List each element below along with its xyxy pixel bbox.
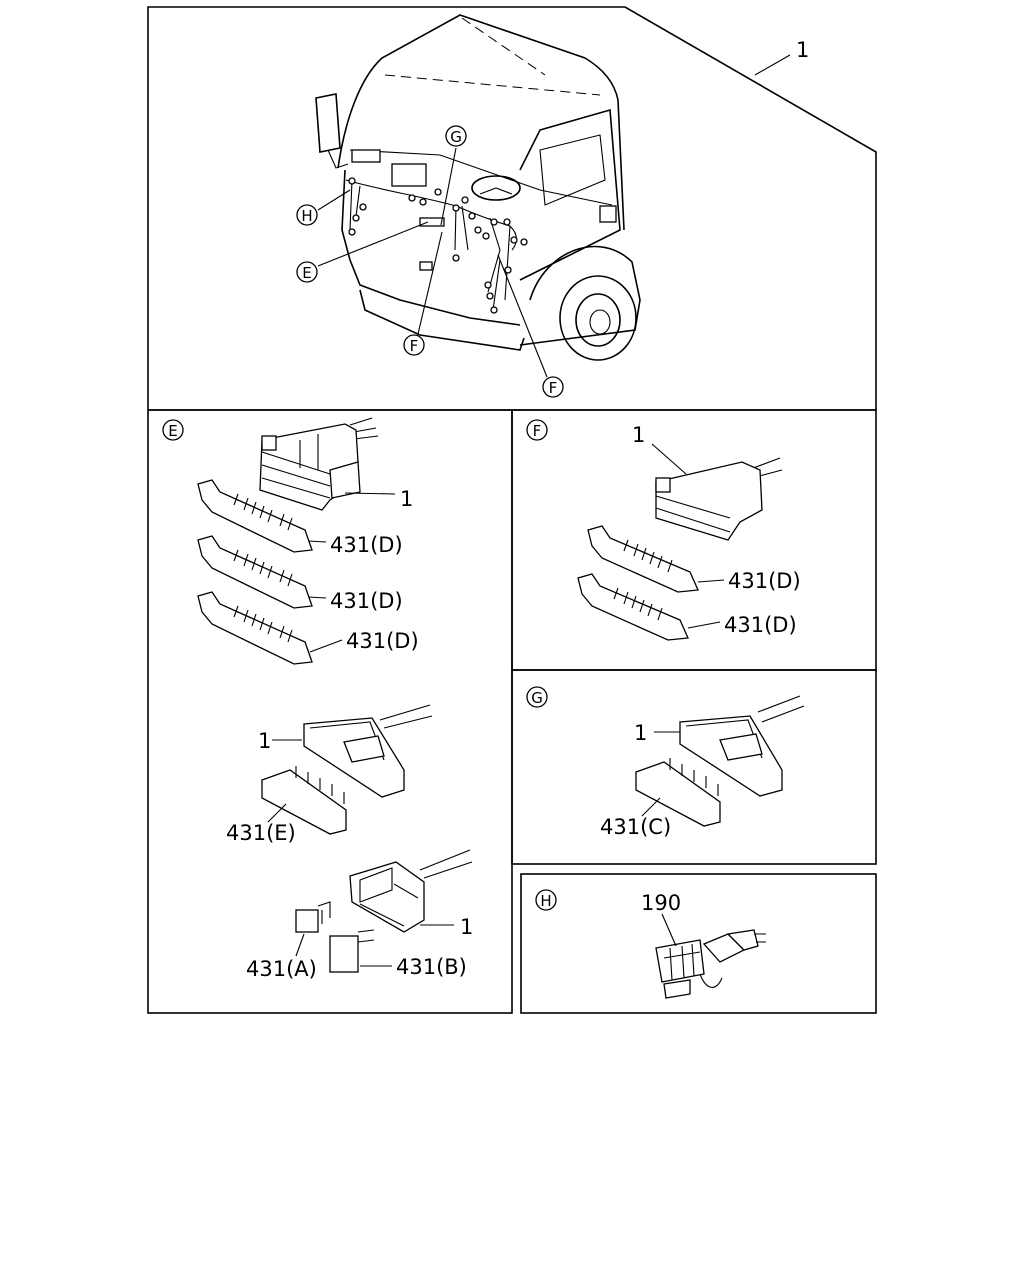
assembly-ref-1: 1 [796, 38, 809, 62]
panel-e-terminal-block-e [261, 766, 347, 835]
panel-f-ref-1: 1 [632, 423, 645, 447]
panel-e-label-431a: 431(A) [246, 957, 317, 981]
panel-e-label-431d-2: 431(D) [330, 589, 403, 613]
panel-g-tag-letter: G [531, 689, 543, 707]
harness-connectors [348, 177, 528, 314]
panel-e-terminal-strip-2 [197, 535, 313, 609]
callout-g: G [445, 125, 467, 147]
panel-h-ref-190: 190 [641, 891, 681, 915]
panel-f-terminal-strip-1 [587, 525, 699, 593]
panel-f-label-431d-1: 431(D) [728, 569, 801, 593]
panel-e-label-431e: 431(E) [226, 821, 296, 845]
panel-e-terminal-strip-1 [197, 479, 313, 553]
panel-e-tag: E [162, 419, 184, 441]
callout-f1-letter: F [410, 337, 419, 355]
panel-f-tag-letter: F [533, 422, 542, 440]
callout-h-letter: H [301, 207, 312, 225]
panel-g-tag: G [526, 686, 548, 708]
panel-g-ref-1: 1 [634, 721, 647, 745]
panel-e-label-431d-1: 431(D) [330, 533, 403, 557]
panel-f-terminal-strip-2 [577, 573, 689, 641]
callout-h: H [296, 204, 318, 226]
panel-e-ref-1c: 1 [460, 915, 473, 939]
panel-g-terminal-block-c [635, 758, 721, 827]
panel-e-mid-connector [303, 704, 433, 798]
callout-e: E [296, 261, 318, 283]
panel-h-tag: H [535, 889, 557, 911]
panel-g-connector [679, 695, 805, 797]
panel-g-label-431c: 431(C) [600, 815, 671, 839]
callout-f-2: F [542, 376, 564, 398]
panel-f-label-431d-2: 431(D) [724, 613, 797, 637]
panel-e-ref-1b: 1 [258, 729, 271, 753]
panel-f-connector [655, 457, 783, 541]
panel-h-tag-letter: H [540, 892, 551, 910]
panel-e-label-431b: 431(B) [396, 955, 467, 979]
truck-cab-drawing [315, 14, 791, 378]
panel-f-tag: F [526, 419, 548, 441]
panel-e-large-connector [259, 417, 379, 511]
diagram-frames [147, 6, 877, 1014]
panel-e-tag-letter: E [168, 422, 177, 440]
panel-e-label-431d-3: 431(D) [346, 629, 419, 653]
callout-g-letter: G [450, 128, 462, 146]
panel-e-terminal-strip-3 [197, 591, 313, 665]
callout-e-letter: E [302, 264, 311, 282]
callout-f2-letter: F [549, 379, 558, 397]
panel-h-connector-190 [655, 929, 766, 999]
panel-e-ref-1: 1 [400, 487, 413, 511]
callout-f-1: F [403, 334, 425, 356]
panel-e-terminal-a [295, 901, 331, 933]
panel-e-bottom-connector [349, 849, 473, 933]
panel-e-terminal-b [329, 929, 375, 973]
